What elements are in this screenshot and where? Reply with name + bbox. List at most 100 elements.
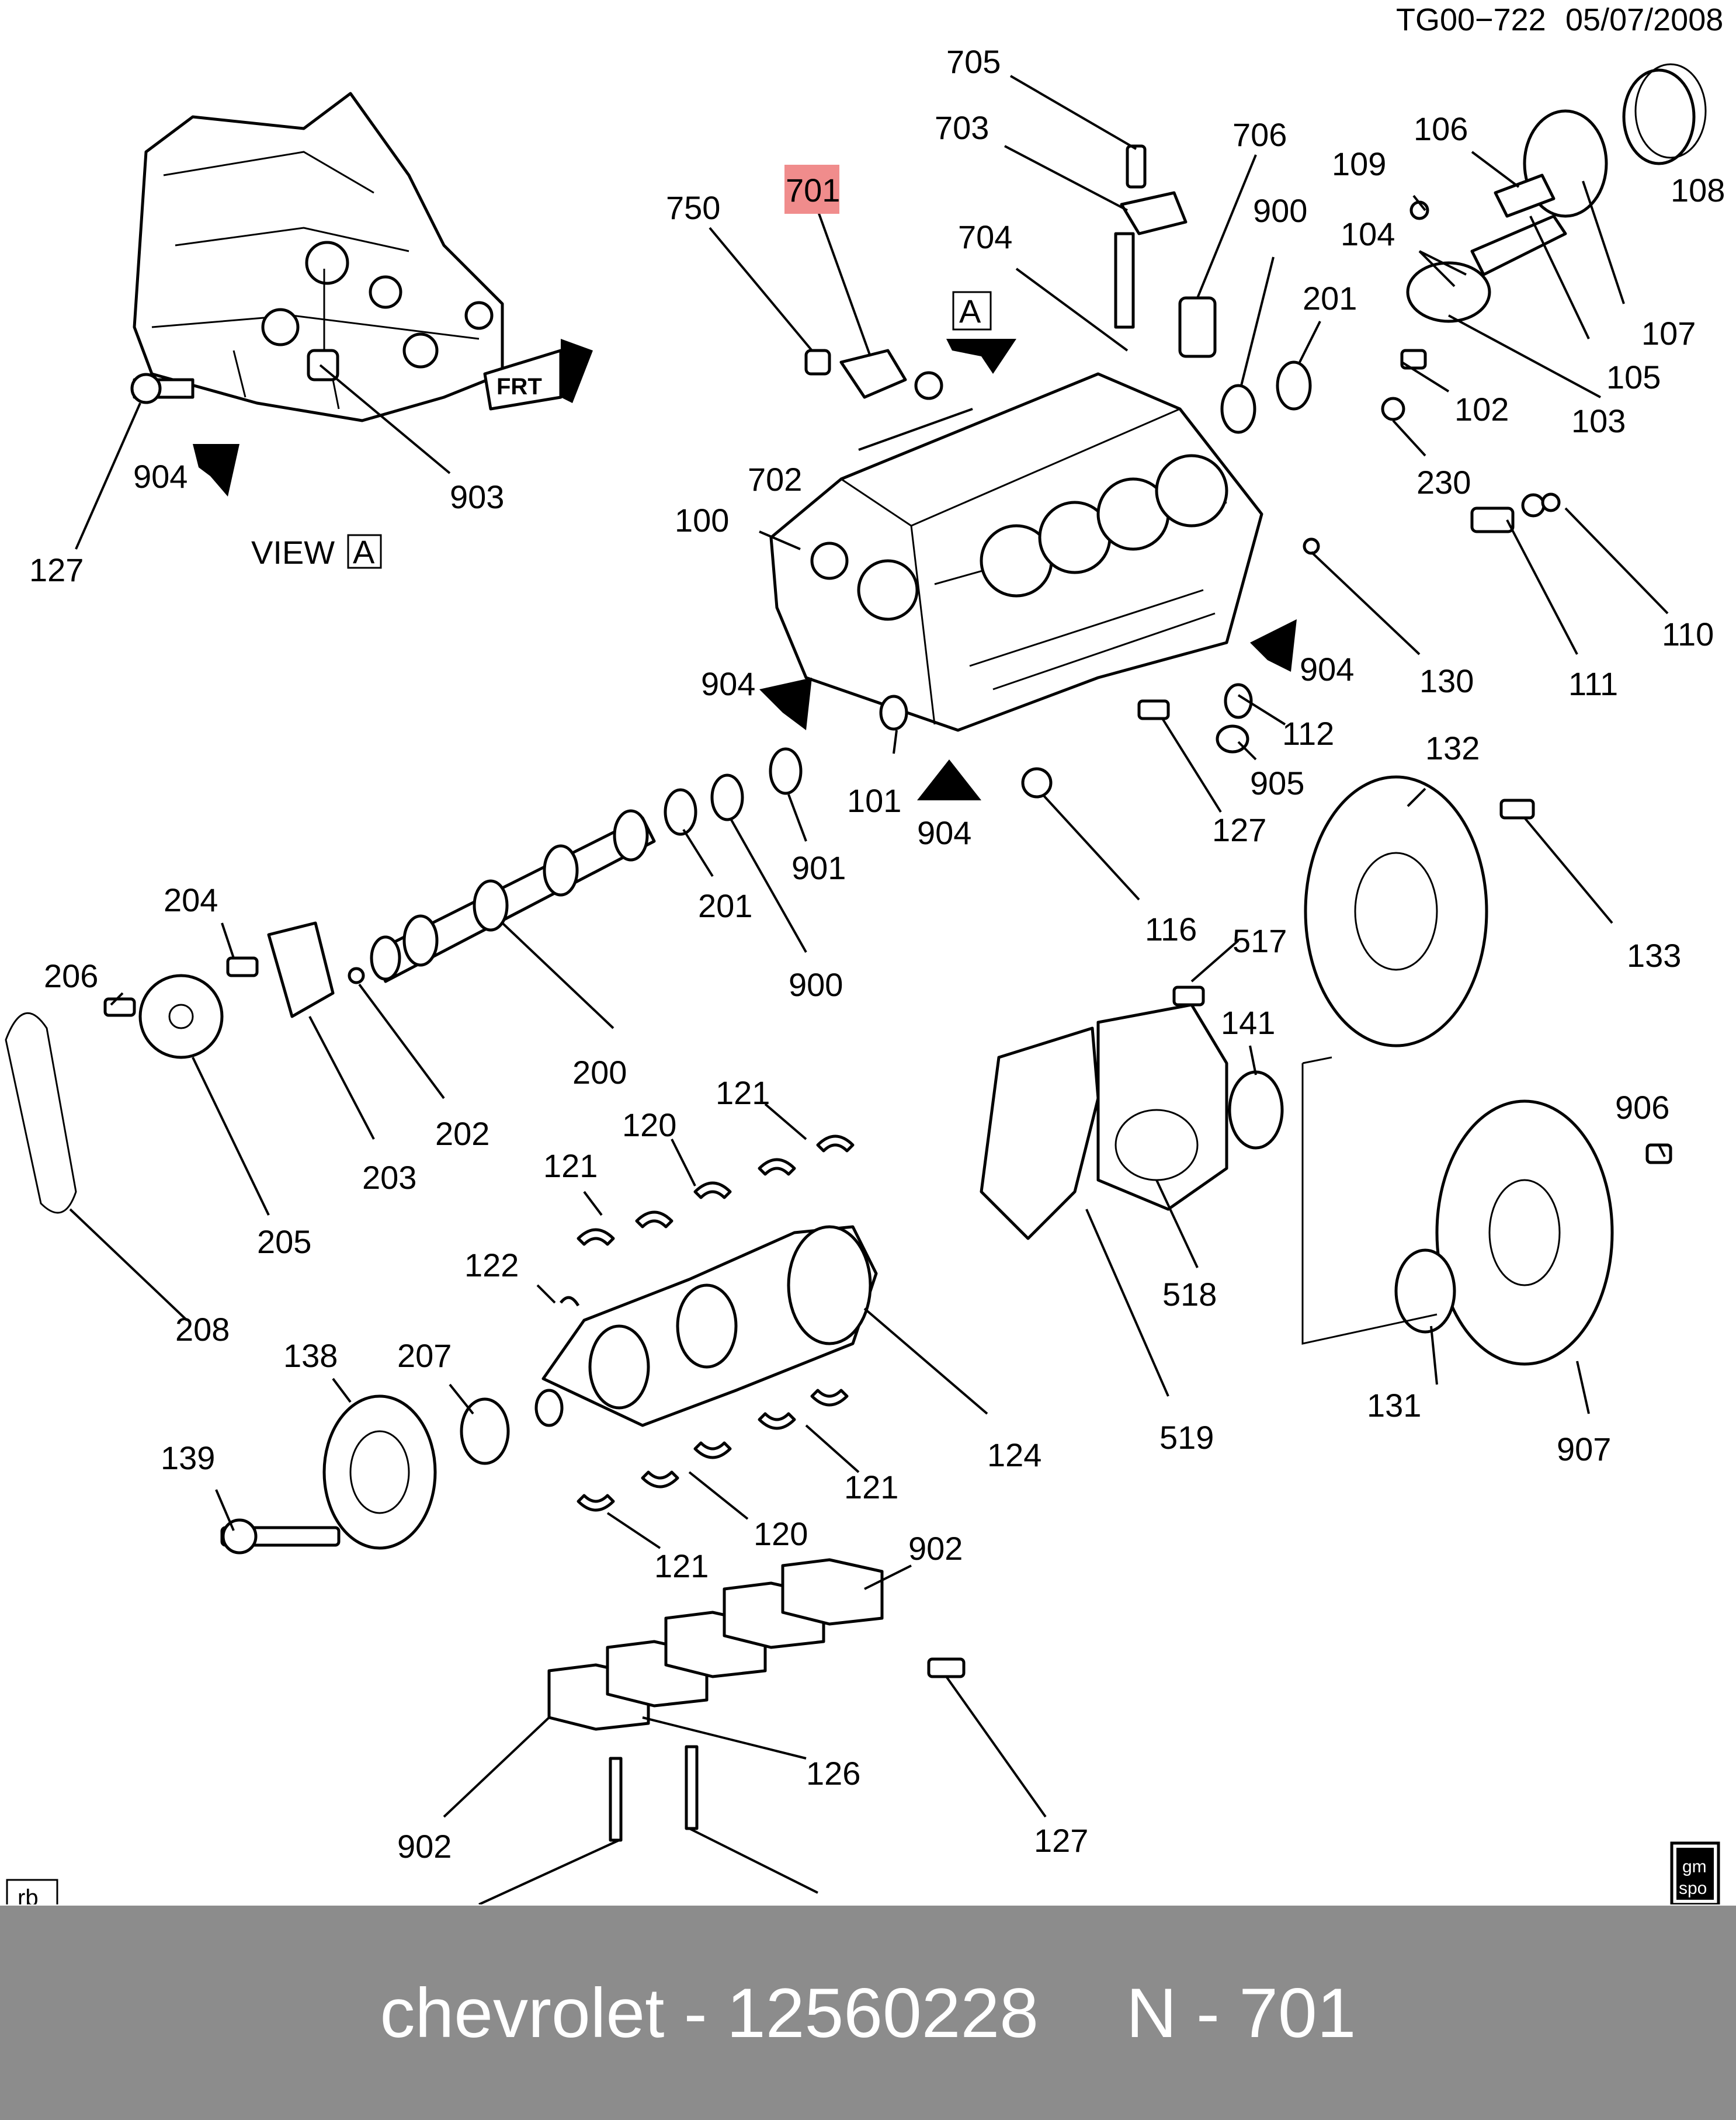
svg-text:102: 102 (1454, 391, 1509, 428)
reference-number: N - 701 (1126, 1973, 1356, 2052)
svg-text:gm: gm (1682, 1857, 1707, 1876)
svg-text:138: 138 (283, 1337, 338, 1374)
seal-housing-518 (1096, 1003, 1228, 1211)
front-indicator: FRT (483, 339, 593, 411)
svg-text:116: 116 (1145, 911, 1197, 948)
camshaft-200 (370, 809, 656, 983)
svg-text:904: 904 (917, 814, 971, 851)
document-id: TG00−722 (1396, 2, 1546, 37)
svg-text:902: 902 (908, 1530, 963, 1567)
sensor-701 (804, 349, 943, 400)
retainer-203 (267, 921, 335, 1018)
arrow-904-bottom (917, 759, 981, 800)
svg-text:706: 706 (1232, 116, 1287, 153)
svg-text:200: 200 (572, 1054, 627, 1091)
svg-text:132: 132 (1425, 730, 1480, 766)
svg-text:105: 105 (1606, 359, 1661, 395)
arrow-box-letter: A (959, 293, 981, 329)
view-box-letter: A (353, 533, 375, 570)
svg-text:701: 701 (786, 172, 840, 209)
svg-text:129: 129 (415, 1901, 469, 1904)
flexplate-132 (1304, 775, 1488, 1047)
arrow-904-right (1250, 619, 1297, 672)
svg-text:111: 111 (1568, 665, 1618, 702)
svg-text:208: 208 (175, 1311, 230, 1348)
svg-text:121: 121 (654, 1548, 709, 1584)
svg-text:109: 109 (1332, 145, 1386, 182)
svg-text:907: 907 (1557, 1431, 1611, 1467)
svg-text:130: 130 (1419, 662, 1474, 699)
svg-text:750: 750 (666, 189, 720, 226)
svg-text:100: 100 (675, 502, 729, 539)
svg-text:101: 101 (847, 782, 901, 819)
svg-text:202: 202 (435, 1115, 489, 1152)
svg-text:122: 122 (464, 1247, 519, 1283)
svg-text:207: 207 (397, 1337, 452, 1374)
svg-text:104: 104 (1341, 216, 1395, 252)
switch-706 (1178, 296, 1217, 358)
svg-text:900: 900 (1253, 192, 1307, 229)
balancer-138 (322, 1394, 437, 1550)
crankshaft-124 (534, 1225, 878, 1427)
svg-text:904: 904 (1300, 651, 1354, 688)
svg-text:705: 705 (946, 43, 1001, 80)
flywheel-907 (1435, 1099, 1614, 1366)
crank-bearings-lower (577, 1389, 849, 1512)
arrow-904-left (759, 678, 812, 730)
svg-text:904: 904 (701, 665, 755, 702)
svg-text:FRT: FRT (497, 374, 542, 400)
svg-text:904: 904 (133, 458, 188, 495)
arrow-904-inset (193, 444, 239, 497)
svg-text:206: 206 (44, 957, 98, 994)
timing-chain-208 (5, 1012, 77, 1214)
svg-text:127: 127 (29, 551, 84, 588)
view-a-inset (130, 92, 504, 422)
callout-labels: 705 703 706 701 750 704 900 201 109 106 … (29, 43, 1725, 1904)
svg-text:906: 906 (1615, 1089, 1669, 1126)
part-number-banner: chevrolet - 12560228 N - 701 (0, 1906, 1736, 2120)
svg-text:120: 120 (622, 1106, 676, 1143)
view-label: VIEW (251, 534, 335, 571)
svg-text:201: 201 (698, 887, 752, 924)
svg-text:112: 112 (1282, 715, 1334, 752)
svg-text:905: 905 (1250, 765, 1304, 801)
highlight-701 (784, 165, 839, 214)
spacer-131 (1394, 1248, 1456, 1334)
svg-text:141: 141 (1221, 1004, 1275, 1041)
svg-text:spo: spo (1679, 1879, 1707, 1898)
svg-text:127: 127 (1212, 811, 1266, 848)
svg-text:139: 139 (161, 1439, 215, 1476)
crank-bearings-upper (577, 1134, 855, 1246)
seal-141 (1228, 1070, 1284, 1150)
svg-text:128: 128 (824, 1898, 878, 1904)
svg-text:204: 204 (164, 882, 218, 918)
key-122 (560, 1296, 580, 1307)
svg-text:230: 230 (1416, 464, 1471, 501)
svg-text:704: 704 (958, 218, 1012, 255)
gasket-519 (980, 1026, 1100, 1240)
svg-text:107: 107 (1641, 315, 1696, 352)
svg-text:702: 702 (748, 461, 802, 498)
svg-text:124: 124 (987, 1437, 1041, 1473)
svg-text:120: 120 (754, 1515, 808, 1552)
sprocket-205 (138, 974, 224, 1059)
svg-text:902: 902 (397, 1828, 452, 1865)
leader-lines (69, 75, 1669, 1904)
svg-text:131: 131 (1367, 1387, 1421, 1424)
svg-text:517: 517 (1232, 922, 1287, 959)
brand-part-number: chevrolet - 12560228 (380, 1973, 1039, 2052)
gm-spo-logo: gm spo (1670, 1841, 1720, 1904)
sprocket-207 (460, 1397, 510, 1465)
svg-text:203: 203 (362, 1159, 416, 1196)
svg-text:121: 121 (716, 1074, 770, 1111)
svg-text:518: 518 (1162, 1276, 1217, 1313)
svg-text:901: 901 (791, 849, 846, 886)
svg-text:110: 110 (1662, 616, 1714, 653)
svg-text:106: 106 (1414, 110, 1468, 147)
exploded-engine-diagram: TG00−722 05/07/2008 FRT VIEW A (5, 2, 1725, 1904)
svg-text:201: 201 (1303, 280, 1357, 317)
document-date: 05/07/2008 (1565, 2, 1723, 37)
svg-text:900: 900 (789, 966, 843, 1003)
svg-text:133: 133 (1627, 937, 1681, 974)
svg-text:519: 519 (1159, 1419, 1214, 1456)
